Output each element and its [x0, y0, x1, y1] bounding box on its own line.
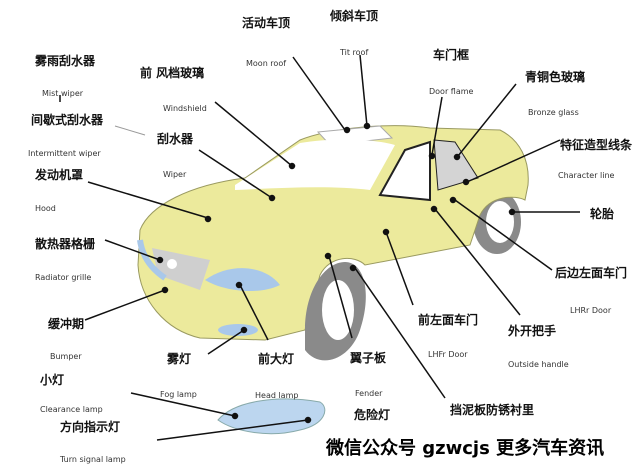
- label-intermittent-wiper-en: Intermittent wiper: [28, 149, 101, 158]
- label-outside-handle-zh: 外开把手: [508, 324, 557, 338]
- grille: [152, 248, 210, 290]
- label-wiper-en: Wiper: [163, 170, 187, 179]
- label-head-lamp-zh: 前大灯: [258, 352, 295, 366]
- label-rear-door-zh: 后边左面车门: [555, 266, 628, 280]
- label-hood-en: Hood: [35, 204, 56, 213]
- label-fender-zh: 翼子板: [350, 351, 387, 365]
- label-hazard-lamp-zh: 危险灯: [354, 408, 391, 422]
- label-door-frame-zh: 车门框: [433, 48, 470, 62]
- label-clearance-lamp-zh: 小灯: [40, 373, 65, 387]
- label-turn-signal-en: Turn signal lamp: [60, 455, 126, 464]
- label-fog-lamp-zh: 雾灯: [167, 352, 192, 366]
- label-wiper-zh: 刮水器: [157, 132, 194, 146]
- label-character-line-zh: 特征造型线条: [560, 138, 633, 152]
- label-character-line-en: Character line: [558, 171, 615, 180]
- label-fender-liner-zh: 挡泥板防锈衬里: [450, 403, 535, 417]
- label-front-door-zh: 前左面车门: [418, 313, 479, 327]
- label-tire-zh: 轮胎: [590, 207, 615, 221]
- label-clearance-lamp-en: Clearance lamp: [40, 405, 103, 414]
- label-tilt-roof-zh: 倾斜车顶: [330, 9, 379, 23]
- label-bumper-en: Bumper: [50, 352, 82, 361]
- watermark: 微信公众号 gzwcjs 更多汽车资讯: [326, 438, 605, 459]
- label-turn-signal-zh: 方向指示灯: [60, 420, 121, 434]
- label-windshield-zh: 前 风档玻璃: [140, 66, 205, 80]
- label-bumper-zh: 缓冲期: [48, 317, 85, 331]
- label-bronze-glass-en: Bronze glass: [528, 108, 579, 117]
- front-side-window: [378, 140, 431, 202]
- label-rear-door-en: LHRr Door: [570, 306, 612, 315]
- fog-lamp-shape: [218, 324, 258, 336]
- headlamp-assembly: [217, 398, 326, 435]
- windshield: [235, 139, 395, 190]
- label-tilt-roof-en: Tit roof: [340, 48, 369, 57]
- label-radiator-grille-zh: 散热器格栅: [35, 237, 96, 251]
- label-door-frame-en: Door flame: [429, 87, 474, 96]
- turn-signal-strip: [137, 239, 167, 281]
- label-mist-wiper-en: Mist wiper: [42, 89, 84, 98]
- label-outside-handle-en: Outside handle: [508, 360, 569, 369]
- label-moon-roof-zh: 活动车顶: [242, 16, 291, 30]
- label-hood-zh: 发动机罩: [35, 168, 84, 182]
- label-radiator-grille-en: Radiator grille: [35, 273, 92, 282]
- label-fog-lamp-en: Fog lamp: [160, 390, 197, 399]
- label-moon-roof-en: Moon roof: [246, 59, 287, 68]
- bronze-glass: [433, 139, 479, 191]
- label-mist-wiper-zh: 雾雨刮水器: [35, 54, 96, 68]
- label-front-door-en: LHFr Door: [428, 350, 468, 359]
- label-windshield-en: Windshield: [163, 104, 207, 113]
- label-head-lamp-en: Head lamp: [255, 391, 299, 400]
- label-bronze-glass-zh: 青铜色玻璃: [525, 70, 586, 84]
- label-intermittent-wiper-zh: 间歇式刮水器: [31, 113, 104, 127]
- label-fender-en: Fender: [355, 389, 383, 398]
- leader-lines: [59, 54, 580, 441]
- headlamp: [205, 268, 280, 292]
- clearance-lamp-shape: [167, 259, 177, 269]
